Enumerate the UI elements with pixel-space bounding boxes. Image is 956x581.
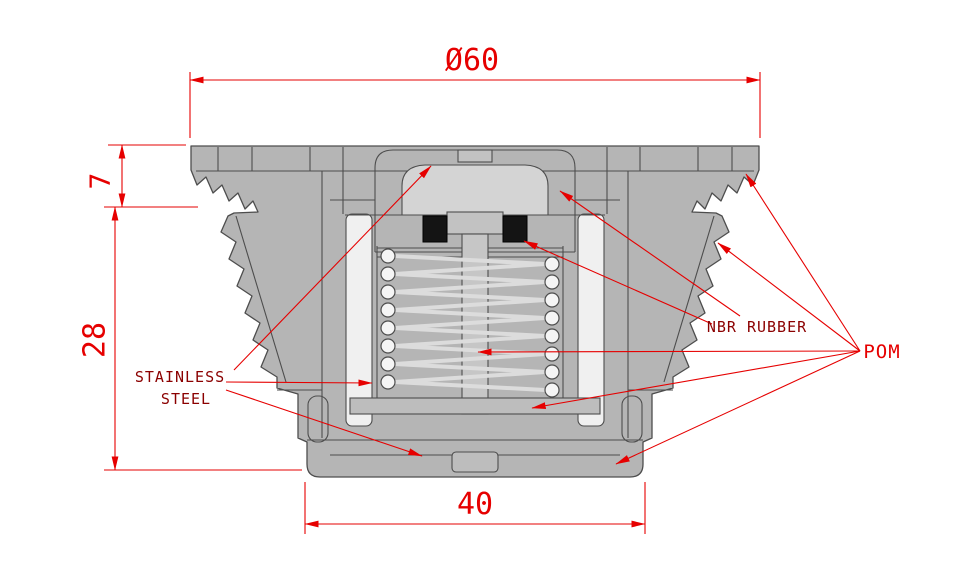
- part-cross-section: [190, 145, 760, 478]
- dim-bottom-width-text: 40: [457, 487, 493, 522]
- nbr-seal-right: [502, 215, 528, 243]
- dimension-overall-height: 28: [78, 206, 302, 471]
- label-pom: POM: [477, 173, 900, 465]
- label-stainless-steel-line1: STAINLESS: [135, 368, 225, 386]
- cup-walls: [321, 171, 629, 438]
- spring: [380, 248, 560, 398]
- dim-diameter-top-text: Ø60: [445, 43, 499, 78]
- piston-crossbar: [446, 211, 504, 235]
- label-stainless-steel: STAINLESS STEEL: [135, 165, 432, 457]
- dimensions-layer: Ø60 7 28 40 STAINLESS STEEL: [78, 43, 900, 534]
- dimension-diameter-top: Ø60: [189, 43, 761, 138]
- dimension-bottom-width: 40: [304, 482, 646, 534]
- spring-coil: [393, 254, 547, 392]
- nbr-seal-left: [422, 215, 448, 243]
- spring-cage: [376, 246, 564, 398]
- foot-right: [621, 395, 643, 443]
- cavity-left: [345, 213, 373, 427]
- cone-inner-walls: [235, 215, 715, 391]
- label-pom-text: POM: [863, 341, 900, 363]
- piston-dome: [401, 164, 549, 215]
- label-stainless-steel-line2: STEEL: [161, 390, 211, 408]
- foot-left: [307, 395, 329, 443]
- dimension-flange-height: 7: [84, 144, 198, 208]
- dim-overall-height-text: 28: [78, 322, 113, 358]
- piston-top-nub: [457, 149, 493, 163]
- piston-guide: [330, 149, 620, 253]
- bottom-details: [307, 395, 643, 473]
- label-nbr-rubber-text: NBR RUBBER: [707, 318, 807, 336]
- cavity-right: [577, 213, 605, 427]
- dim-flange-height-text: 7: [84, 173, 117, 190]
- label-nbr-rubber: NBR RUBBER: [523, 190, 807, 336]
- bottom-pin: [451, 451, 499, 473]
- spring-seat-plate: [349, 397, 601, 415]
